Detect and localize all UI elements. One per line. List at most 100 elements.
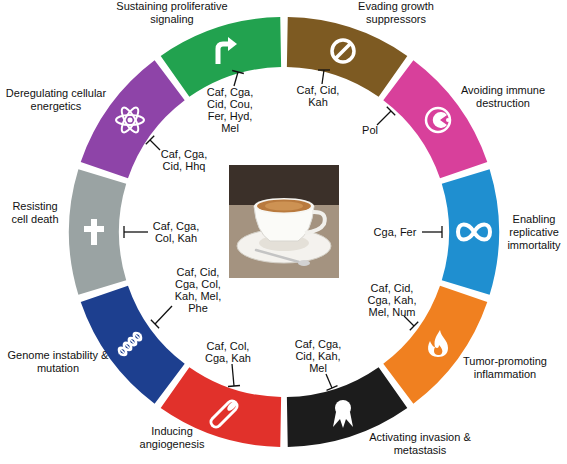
inhibition-lines xyxy=(124,70,442,390)
hallmark-segment: Resisting cell death xyxy=(69,169,127,295)
compound-list: Caf, Cid, Cga, Col, Kah, Mel, Phe xyxy=(171,266,225,314)
inhibition-bar xyxy=(146,136,154,144)
ring-segment xyxy=(69,169,126,295)
compound-list: Caf, Cid, Kah xyxy=(291,84,345,108)
inhibition-line xyxy=(124,231,148,232)
coffee-crema xyxy=(265,202,303,211)
ring-segment xyxy=(383,60,487,178)
invasion-tail xyxy=(333,412,353,428)
inhibition-line xyxy=(422,231,442,232)
segment-shape xyxy=(69,169,127,295)
inhibition-bar xyxy=(387,107,395,115)
dna-strand xyxy=(117,331,143,357)
inhibition-bar xyxy=(232,71,244,74)
arrow-head xyxy=(228,37,237,51)
hallmark-label: Deregulating cellular energetics xyxy=(2,87,110,113)
spoon-bowl xyxy=(298,260,310,266)
segment-shape xyxy=(441,169,499,295)
coffee-surface xyxy=(257,200,311,213)
vessel-end xyxy=(226,400,239,413)
ring-segment xyxy=(442,169,499,295)
vessel-icon xyxy=(216,406,232,422)
prohibit-slash xyxy=(336,44,350,58)
compound-list: Cga, Fer xyxy=(365,226,425,238)
dna-rung xyxy=(125,344,131,350)
inhibition-bar xyxy=(151,320,159,329)
compound-list: Caf, Cga, Cid, Kah, Mel xyxy=(291,338,345,374)
inhibition-line xyxy=(234,72,238,86)
dna-rung xyxy=(135,334,141,340)
hallmark-label: Resisting cell death xyxy=(5,200,65,226)
hallmark-label: Inducing angiogenesis xyxy=(132,425,212,451)
atom-nucleus xyxy=(128,118,133,123)
cup-handle xyxy=(305,212,325,233)
infinity-icon xyxy=(458,225,490,240)
compound-list: Caf, Cga, Col, Kah xyxy=(149,220,203,244)
invasion-icon xyxy=(335,400,351,416)
photo-background xyxy=(229,165,339,278)
hallmark-label: Sustaining proliferative signaling xyxy=(107,0,237,26)
coffee-photo xyxy=(229,165,339,278)
inhibition-line xyxy=(322,70,324,84)
segment-shape xyxy=(383,60,488,179)
immune-cell-icon xyxy=(426,108,450,132)
segment-shape xyxy=(160,17,282,97)
cup-rim xyxy=(254,198,314,214)
inhibition-bar xyxy=(228,386,240,387)
prohibit-icon xyxy=(332,40,354,62)
hallmark-label: Evading growth suppressors xyxy=(346,0,446,26)
cross-bar xyxy=(84,226,104,232)
atom-orbit xyxy=(119,105,142,134)
cross-icon xyxy=(91,219,97,245)
saucer-well xyxy=(259,235,309,251)
hallmark-segment: Genome instability & mutation xyxy=(80,285,185,404)
infinity-icon xyxy=(458,225,490,240)
immune-cell-icon xyxy=(426,108,450,132)
flame-core xyxy=(434,345,442,355)
hallmark-segment: Avoiding immune destruction xyxy=(383,60,488,179)
inhibition-bar xyxy=(327,386,338,391)
dna-strand xyxy=(117,331,143,357)
compound-list: Caf, Cga, Cid, Cou, Fer, Hyd, Mel xyxy=(203,86,257,134)
cross-icon xyxy=(84,219,104,245)
dna-rung xyxy=(130,339,136,345)
inhibition-bar xyxy=(410,322,418,330)
hallmark-label: Avoiding immune destruction xyxy=(453,84,553,110)
segment-shape xyxy=(80,285,185,404)
vessel-icon xyxy=(216,400,238,422)
hallmark-label: Genome instability & mutation xyxy=(4,349,112,375)
dna-icon xyxy=(117,331,143,357)
atom-orbit xyxy=(116,115,144,125)
target-cell xyxy=(446,118,450,122)
hallmark-label: Enabling replicative immortality xyxy=(503,213,565,252)
flame-icon xyxy=(428,330,448,357)
compound-list: Caf, Col, Cga, Kah xyxy=(201,340,255,364)
invasion-icon xyxy=(333,400,353,428)
inhibition-line xyxy=(155,306,172,324)
hallmark-segment: Inducing angiogenesis xyxy=(160,367,282,447)
ring-segment xyxy=(81,286,185,404)
hallmark-label: Activating invasion & metastasis xyxy=(364,431,476,457)
inhibition-line xyxy=(232,364,234,386)
inhibition-line xyxy=(377,111,391,125)
hallmark-segment: Enabling replicative immortality xyxy=(441,169,499,295)
spoon-handle xyxy=(256,250,299,262)
atom-orbit xyxy=(119,105,142,134)
compound-list: Caf, Cga, Cid, Hhq xyxy=(157,148,211,172)
arrow-icon xyxy=(218,44,229,64)
flame-icon xyxy=(428,330,448,357)
compound-list: Caf, Cid, Cga, Kah, Mel, Num xyxy=(365,282,419,318)
photo-wall xyxy=(229,165,339,205)
atom-icon xyxy=(116,105,144,134)
arrow-icon xyxy=(218,37,237,64)
saucer xyxy=(237,229,331,263)
vessel-lumen xyxy=(216,406,232,422)
hallmark-label: Tumor-promoting inflammation xyxy=(455,355,555,381)
prohibit-icon xyxy=(332,40,354,62)
inhibition-line xyxy=(150,140,160,150)
immune-cell-body xyxy=(433,112,447,128)
hallmark-segment: Activating invasion & metastasis xyxy=(286,367,408,447)
hallmark-segment: Sustaining proliferative signaling xyxy=(160,17,282,97)
compound-list: Pol xyxy=(343,124,397,136)
inhibition-line xyxy=(326,374,332,388)
